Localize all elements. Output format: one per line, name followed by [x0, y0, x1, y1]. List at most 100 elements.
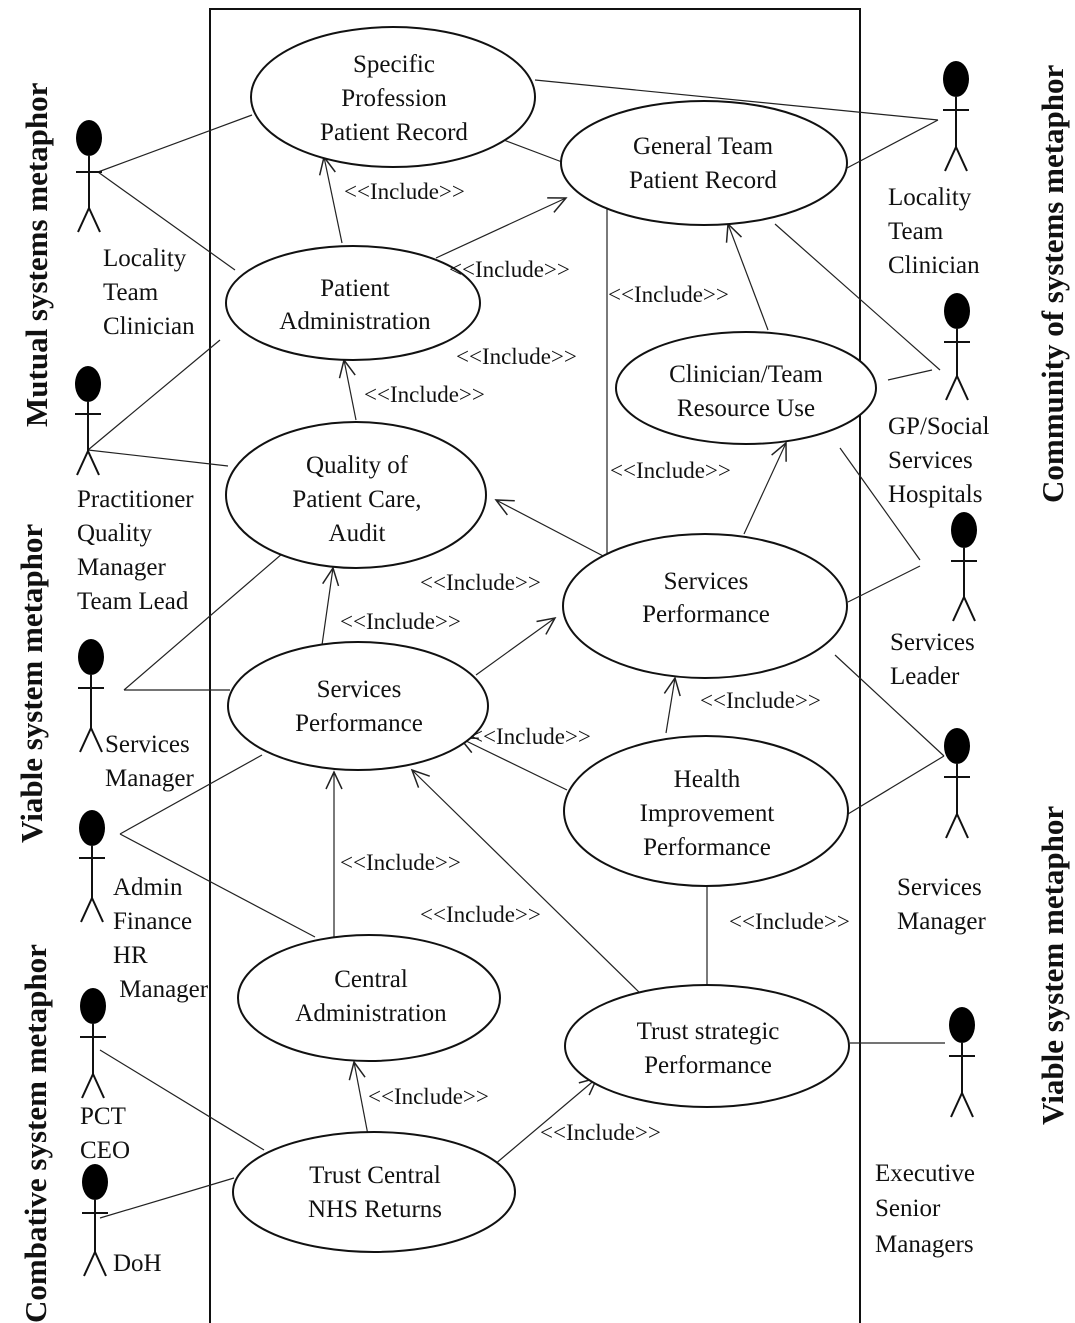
- include-arrow: [494, 499, 608, 559]
- include-arrows: [318, 125, 787, 1166]
- side-label-viable-system-left: Viable system metaphor: [14, 524, 49, 843]
- assoc-line: [774, 223, 941, 371]
- assoc-line: [846, 119, 939, 169]
- assoc-line: [847, 755, 945, 815]
- assoc-line: [87, 339, 221, 451]
- use-case-label: Health: [674, 766, 741, 793]
- use-case-services-performance-left: [227, 641, 489, 771]
- system-boundary: [209, 8, 861, 1323]
- include-label: <<Include>>: [449, 257, 570, 282]
- use-case-label: General Team: [633, 133, 774, 160]
- actor-label: Senior: [875, 1195, 941, 1222]
- actor-label: Team: [103, 279, 159, 306]
- actor-figure-practitioner-quality-manager: [75, 366, 101, 476]
- actor-label: Locality: [888, 184, 972, 211]
- use-case-label: Quality of: [306, 452, 409, 479]
- include-arrow: [725, 222, 769, 331]
- use-case-label: Patient Care,: [292, 486, 421, 513]
- include-labels: <<Include>> <<Include>> <<Include>> <<In…: [340, 179, 850, 1145]
- include-label: <<Include>>: [608, 282, 729, 307]
- assoc-line: [99, 1177, 235, 1219]
- include-arrow: [338, 358, 357, 421]
- actor-label: Locality: [103, 245, 187, 272]
- include-arrow: [318, 155, 343, 244]
- actor-label: Hospitals: [888, 481, 982, 508]
- actor-label: HR: [113, 942, 148, 969]
- actor-figure-services-manager-right: [944, 728, 970, 839]
- use-case-labels: Specific Profession Patient Record Gener…: [279, 51, 823, 1223]
- actor-label: Services: [888, 447, 973, 474]
- include-label: <<Include>>: [700, 688, 821, 713]
- actor-label: Manager: [105, 765, 195, 792]
- actor-figure-locality-team-clinician-right: [943, 61, 969, 172]
- assoc-line: [534, 79, 939, 121]
- use-case-label: Patient Record: [629, 167, 777, 194]
- assoc-line: [847, 565, 921, 603]
- assoc-line: [887, 369, 933, 381]
- actor-label: GP/Social: [888, 413, 989, 440]
- assoc-line: [834, 654, 945, 757]
- actor-figure-locality-team-clinician-left: [76, 120, 102, 233]
- use-case-specific-profession-patient-record: [250, 26, 536, 168]
- actor-figure-doh: [82, 1164, 108, 1277]
- actor-label: Services: [890, 629, 975, 656]
- use-case-label: Administration: [295, 1000, 447, 1027]
- actor-figure-services-manager-left: [78, 639, 104, 753]
- use-case-label: Central: [334, 966, 408, 993]
- side-label-mutual-systems: Mutual systems metaphor: [19, 82, 54, 427]
- include-label: <<Include>>: [470, 724, 591, 749]
- actor-label: Services: [105, 731, 190, 758]
- use-case-label: Performance: [644, 1052, 772, 1079]
- use-case-label: Audit: [329, 520, 386, 547]
- actor-label: Team Lead: [77, 588, 189, 615]
- assoc-line: [97, 114, 253, 173]
- assoc-line: [87, 449, 229, 467]
- include-label: <<Include>>: [368, 1084, 489, 1109]
- include-arrow: [663, 676, 681, 734]
- use-case-label: Performance: [642, 601, 770, 628]
- use-case-label: Trust Central: [309, 1162, 441, 1189]
- assoc-line: [119, 754, 263, 835]
- use-case-label: Improvement: [640, 800, 775, 827]
- actor-labels: Locality Team Clinician Practitioner Qua…: [77, 184, 989, 1277]
- actor-label: Leader: [890, 663, 960, 690]
- use-case-label: Services: [664, 568, 749, 595]
- include-arrow: [458, 737, 568, 791]
- include-label: <<Include>>: [340, 609, 461, 634]
- include-arrow: [475, 616, 557, 676]
- include-arrow: [321, 566, 340, 646]
- actor-figure-admin-finance-hr-manager: [79, 810, 105, 923]
- include-label: <<Include>>: [344, 179, 465, 204]
- use-case-general-team-patient-record: [560, 100, 848, 226]
- use-case-label: Clinician/Team: [669, 361, 823, 388]
- actor-figure-services-leader: [951, 512, 977, 622]
- use-case-label: Trust strategic: [637, 1018, 780, 1045]
- use-case-trust-strategic-performance: [564, 984, 850, 1108]
- actor-label: Team: [888, 218, 944, 245]
- actor-label: Executive: [875, 1160, 975, 1187]
- actor-figure-executive-senior-managers: [949, 1007, 975, 1118]
- include-arrow: [743, 441, 787, 535]
- use-case-patient-administration: [225, 245, 481, 361]
- use-cases: [225, 26, 877, 1253]
- actor-label: Managers: [875, 1231, 974, 1258]
- use-case-health-improvement-performance: [563, 735, 849, 887]
- include-arrow: [493, 1076, 599, 1166]
- use-case-quality-of-patient-care-audit: [225, 421, 487, 569]
- actor-label: Manager: [113, 976, 209, 1003]
- association-lines: [87, 79, 945, 1219]
- include-arrow: [435, 197, 568, 259]
- use-case-label: Specific: [353, 51, 435, 78]
- actor-figure-pct-ceo: [80, 988, 106, 1099]
- assoc-line: [97, 171, 236, 271]
- assoc-line: [123, 546, 291, 691]
- actor-label: Clinician: [103, 313, 195, 340]
- use-case-services-performance-right: [562, 533, 848, 679]
- use-case-label: Performance: [295, 710, 423, 737]
- use-case-label: NHS Returns: [308, 1196, 442, 1223]
- use-case-label: Patient Record: [320, 119, 468, 146]
- actor-label: Admin: [113, 874, 183, 901]
- use-case-label: Performance: [643, 834, 771, 861]
